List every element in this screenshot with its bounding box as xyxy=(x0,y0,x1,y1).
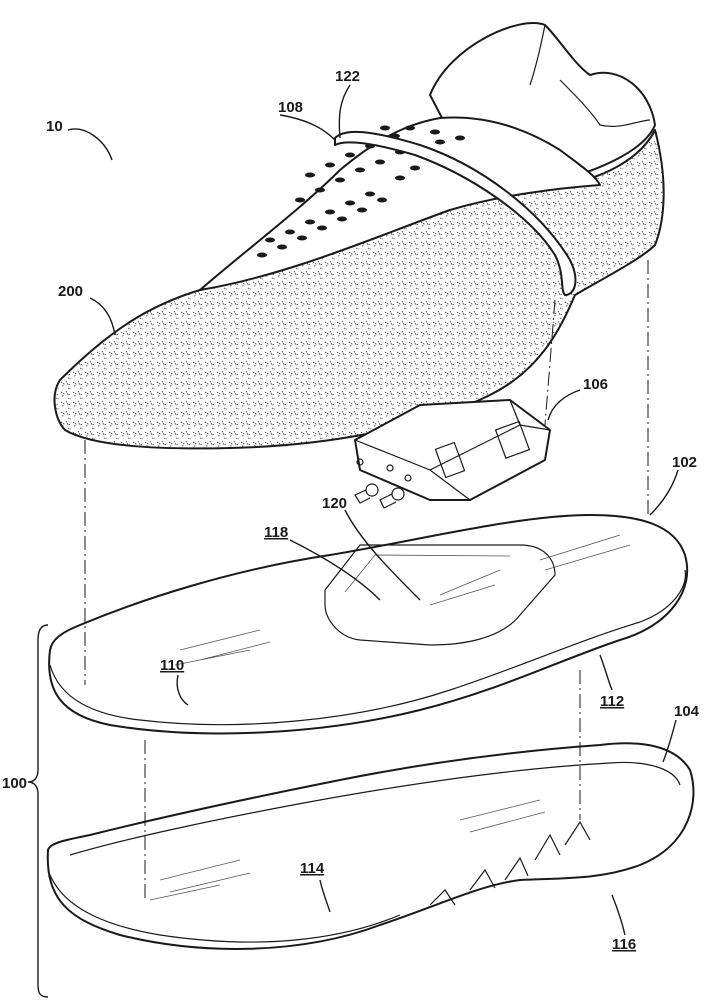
alignment-lines xyxy=(84,260,649,900)
perforations xyxy=(257,125,465,258)
sole-structure-brace xyxy=(27,624,49,998)
label-strap-end: 122 xyxy=(335,68,360,85)
midsole xyxy=(46,742,695,950)
leader-lines xyxy=(67,84,679,936)
label-assembly: 10 xyxy=(46,118,63,135)
label-midsole-top: 114 xyxy=(300,860,325,877)
label-insole-side: 112 xyxy=(600,693,624,710)
label-insole-top: 110 xyxy=(160,657,184,674)
label-sole-structure: 100 xyxy=(2,775,27,792)
electronic-module xyxy=(354,399,551,509)
label-midsole: 104 xyxy=(674,703,700,720)
label-recess-floor: 120 xyxy=(322,495,347,512)
label-module: 106 xyxy=(583,376,608,393)
label-recess: 118 xyxy=(264,524,288,541)
insole xyxy=(48,514,689,735)
label-upper: 200 xyxy=(58,283,83,300)
label-midsole-side: 116 xyxy=(612,936,636,953)
shoe-last xyxy=(53,22,665,450)
label-insole: 102 xyxy=(672,454,697,471)
label-loop-strap: 108 xyxy=(278,99,303,116)
